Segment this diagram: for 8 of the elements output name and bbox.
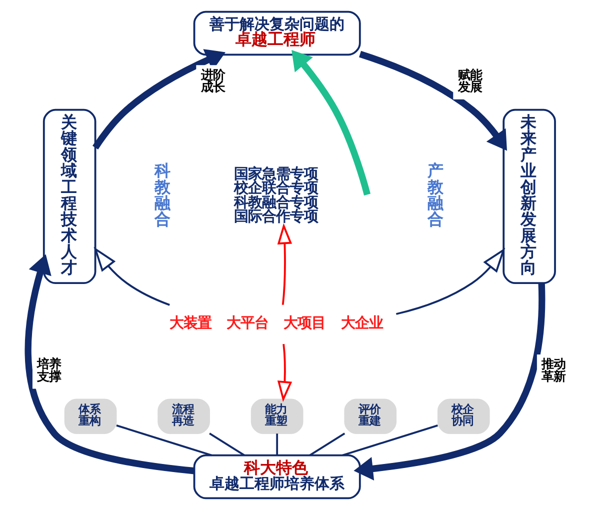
edge-label: 推动革新 <box>541 357 566 384</box>
label: 科教融合 <box>154 161 170 229</box>
edge-label: 培养支撑 <box>36 357 61 384</box>
node-text: 大装置 大平台 大项目 大企业 <box>169 315 382 332</box>
edge-label: 赋能发展 <box>457 68 482 94</box>
node-text: 国家急需专项 校企联合专项 科教融合专项 国际合作专项 <box>233 166 318 226</box>
label: 产教融合 <box>426 161 443 229</box>
edge-label: 进阶成长 <box>200 68 224 94</box>
